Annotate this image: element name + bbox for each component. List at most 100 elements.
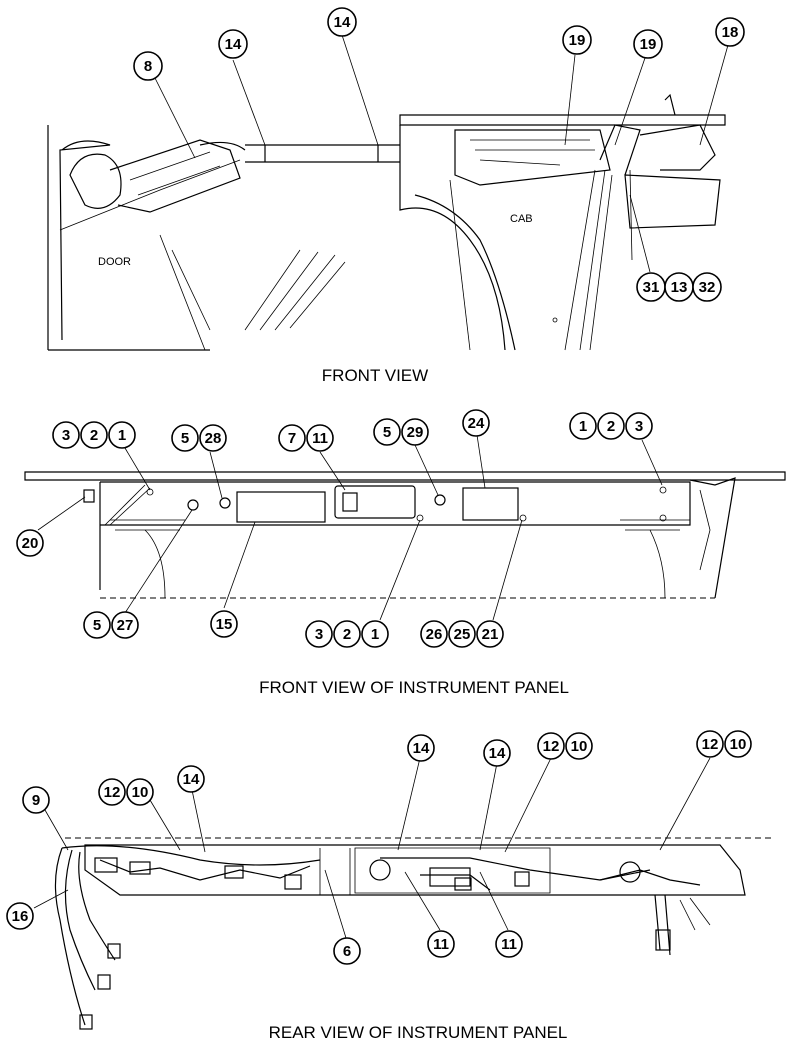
callout-14: 14	[218, 29, 248, 59]
svg-text:25: 25	[454, 626, 471, 643]
callout-14: 14	[407, 734, 435, 762]
svg-text:10: 10	[571, 738, 588, 755]
svg-text:19: 19	[569, 32, 586, 49]
callout-14: 14	[483, 739, 511, 767]
svg-text:28: 28	[205, 430, 222, 447]
svg-text:1: 1	[579, 418, 587, 435]
svg-text:1: 1	[371, 626, 379, 643]
svg-text:12: 12	[543, 738, 560, 755]
svg-text:26: 26	[426, 626, 443, 643]
callout-3: 3	[305, 620, 333, 648]
callout-12: 12	[98, 778, 126, 806]
svg-text:24: 24	[468, 415, 485, 432]
svg-text:32: 32	[699, 279, 716, 296]
callout-5: 5	[83, 611, 111, 639]
svg-text:6: 6	[343, 943, 351, 960]
svg-text:12: 12	[104, 784, 121, 801]
callout-20: 20	[16, 529, 44, 557]
callout-1: 1	[569, 412, 597, 440]
callout-10: 10	[565, 732, 593, 760]
svg-text:11: 11	[433, 936, 449, 953]
svg-text:11: 11	[312, 430, 328, 447]
callout-2: 2	[333, 620, 361, 648]
svg-text:5: 5	[383, 424, 391, 441]
svg-text:14: 14	[489, 745, 506, 762]
callout-5: 5	[171, 424, 199, 452]
callout-25: 25	[448, 620, 476, 648]
callout-12: 12	[537, 732, 565, 760]
svg-text:10: 10	[730, 736, 747, 753]
callout-10: 10	[126, 778, 154, 806]
svg-text:5: 5	[181, 430, 189, 447]
svg-text:15: 15	[216, 616, 233, 633]
svg-text:2: 2	[90, 427, 98, 444]
callout-15: 15	[210, 610, 238, 638]
svg-text:14: 14	[334, 14, 351, 31]
callout-19: 19	[562, 25, 592, 55]
callout-9: 9	[22, 786, 50, 814]
callout-6: 6	[333, 937, 361, 965]
svg-text:20: 20	[22, 535, 39, 552]
svg-text:31: 31	[643, 279, 660, 296]
svg-text:11: 11	[501, 936, 517, 953]
callout-26: 26	[420, 620, 448, 648]
svg-text:2: 2	[343, 626, 351, 643]
callout-16: 16	[6, 902, 34, 930]
callout-32: 32	[692, 272, 722, 302]
front-view-drawing	[47, 93, 726, 351]
callout-8: 8	[133, 51, 163, 81]
callout-3: 3	[52, 421, 80, 449]
svg-text:9: 9	[32, 792, 40, 809]
callout-11: 11	[495, 930, 523, 958]
caption-front-view: FRONT VIEW	[322, 366, 428, 385]
instrument-panel-rear-leaders	[33, 757, 711, 939]
callout-28: 28	[199, 424, 227, 452]
instrument-panel-rear-drawing	[54, 837, 775, 1030]
svg-text:14: 14	[225, 36, 242, 53]
svg-text:13: 13	[671, 279, 688, 296]
callout-11: 11	[427, 930, 455, 958]
instrument-panel-front-drawing	[24, 471, 786, 599]
callout-13: 13	[664, 272, 694, 302]
door-label: DOOR	[98, 256, 131, 268]
svg-text:18: 18	[722, 24, 739, 41]
callout-2: 2	[80, 421, 108, 449]
callout-1: 1	[108, 421, 136, 449]
callout-3: 3	[625, 412, 653, 440]
callout-2: 2	[597, 412, 625, 440]
svg-text:19: 19	[640, 36, 657, 53]
caption-front-view-of-instrument-panel: FRONT VIEW OF INSTRUMENT PANEL	[259, 678, 569, 697]
callout-14: 14	[327, 7, 357, 37]
callout-1: 1	[361, 620, 389, 648]
svg-text:29: 29	[407, 424, 424, 441]
callout-21: 21	[476, 620, 504, 648]
svg-text:1: 1	[118, 427, 126, 444]
instrument-panel-front-leaders	[37, 434, 663, 621]
svg-text:12: 12	[702, 736, 719, 753]
svg-text:5: 5	[93, 617, 101, 634]
callout-27: 27	[111, 611, 139, 639]
callout-14: 14	[177, 765, 205, 793]
callout-11: 11	[306, 424, 334, 452]
svg-text:7: 7	[288, 430, 296, 447]
callout-7: 7	[278, 424, 306, 452]
svg-text:21: 21	[482, 626, 499, 643]
svg-text:3: 3	[635, 418, 643, 435]
svg-text:27: 27	[117, 617, 134, 634]
cab-label: CAB	[510, 213, 533, 225]
svg-text:3: 3	[315, 626, 323, 643]
callout-29: 29	[401, 418, 429, 446]
callout-19: 19	[633, 29, 663, 59]
svg-text:10: 10	[132, 784, 149, 801]
callout-24: 24	[462, 409, 490, 437]
svg-text:14: 14	[413, 740, 430, 757]
svg-text:3: 3	[62, 427, 70, 444]
svg-text:16: 16	[12, 908, 29, 925]
callout-12: 12	[696, 730, 724, 758]
svg-text:14: 14	[183, 771, 200, 788]
callout-5: 5	[373, 418, 401, 446]
svg-text:8: 8	[144, 58, 152, 75]
callout-18: 18	[715, 17, 745, 47]
